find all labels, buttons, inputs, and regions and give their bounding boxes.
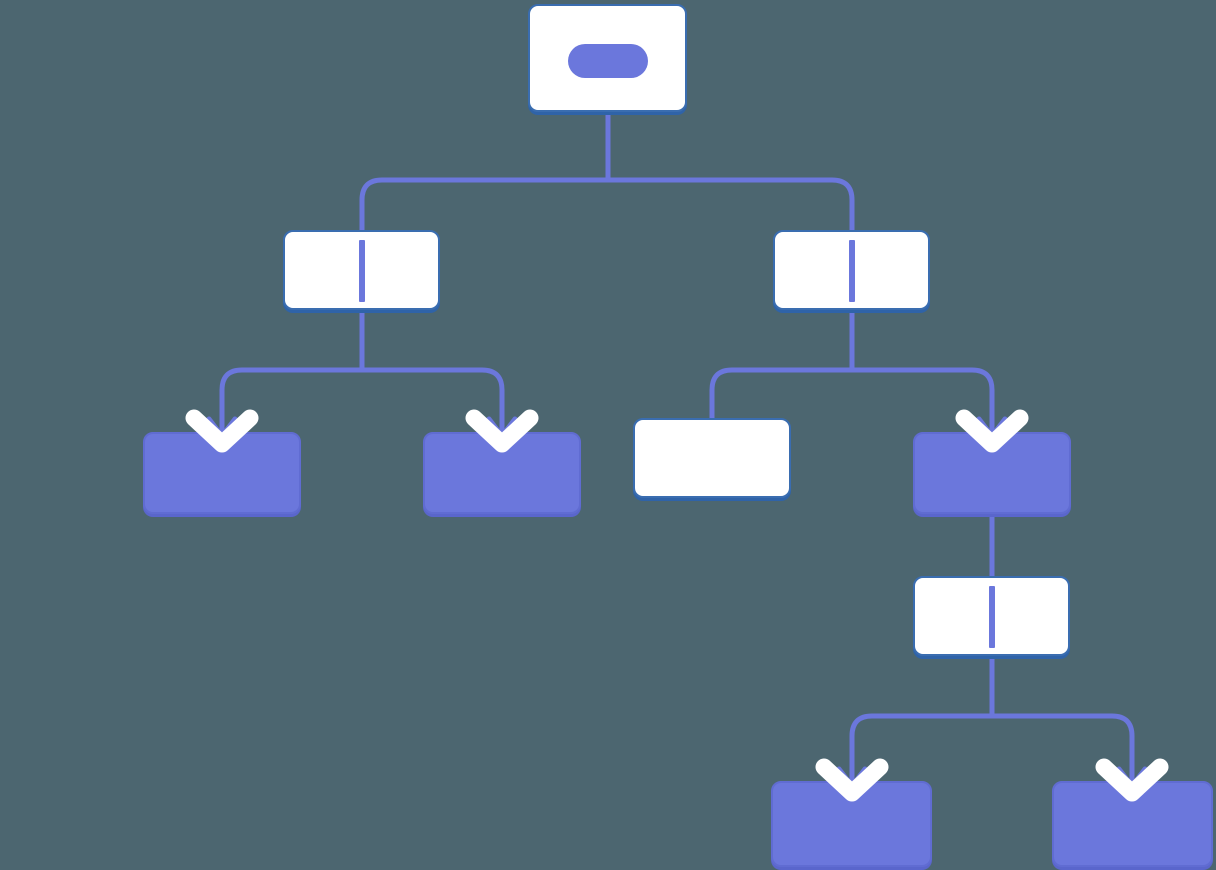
branch-deep-node[interactable] [913, 432, 1071, 514]
leaf-node-4[interactable] [771, 781, 932, 867]
leaf-node-3[interactable] [633, 418, 791, 498]
branch-deep-node-2-inner-connector [989, 586, 995, 648]
leaf-node-1[interactable] [143, 432, 301, 514]
root-node-label-pill [568, 44, 648, 78]
leaf-node-2[interactable] [423, 432, 581, 514]
branch-left-node-inner-connector [359, 240, 365, 302]
branch-right-node-inner-connector [849, 240, 855, 302]
leaf-node-5[interactable] [1052, 781, 1213, 867]
